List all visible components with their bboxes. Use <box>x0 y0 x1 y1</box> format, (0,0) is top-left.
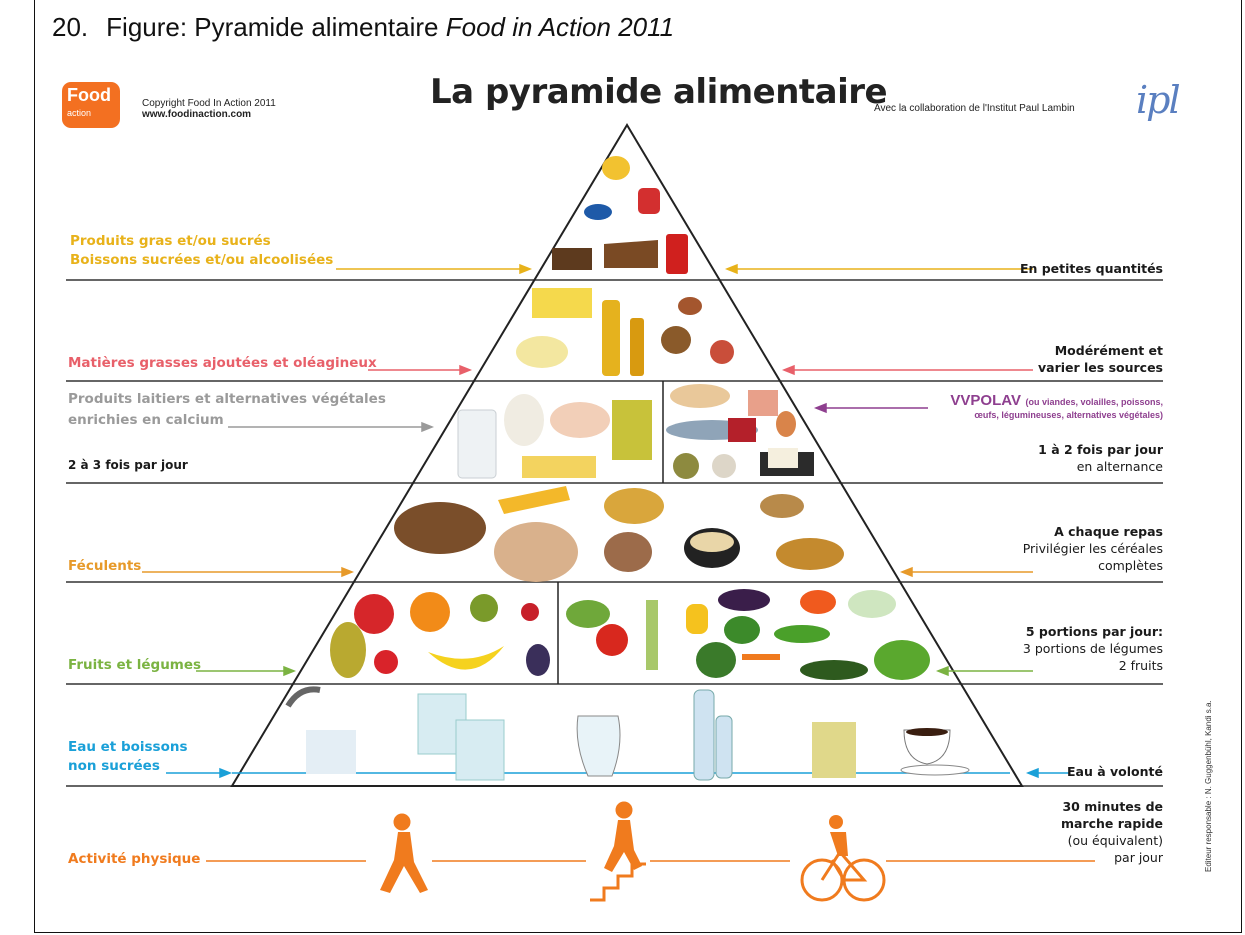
copyright-block: Copyright Food In Action 2011 www.foodin… <box>142 98 276 120</box>
sweets-arrows <box>336 263 1033 275</box>
starch-advice: A chaque repas Privilégier les céréales … <box>1023 523 1163 574</box>
caption-number: 20. <box>52 12 89 42</box>
protein-label: VVPOLAV (ou viandes, volailles, poissons… <box>950 392 1163 422</box>
fruits-advice-line2: 3 portions de légumes <box>1022 641 1163 656</box>
starch-advice-line3: complètes <box>1098 558 1163 573</box>
water-label-line2: non sucrées <box>68 758 160 774</box>
sweets-label-line1: Produits gras et/ou sucrés <box>70 233 271 249</box>
protein-arrow <box>813 402 928 414</box>
starch-label: Féculents <box>68 558 142 574</box>
water-arrows <box>166 767 1070 779</box>
sweets-advice: En petites quantités <box>1020 260 1163 277</box>
starch-arrows <box>142 566 1033 578</box>
activity-advice-line4: par jour <box>1114 850 1163 865</box>
figure-caption: 20. Figure: Pyramide alimentaire Food in … <box>52 12 674 43</box>
collaboration-note: Avec la collaboration de l'Institut Paul… <box>874 103 1075 114</box>
fruits-label: Fruits et légumes <box>68 657 202 673</box>
fats-label: Matières grasses ajoutées et oléagineux <box>68 355 377 371</box>
protein-advice-line2: en alternance <box>1076 459 1163 474</box>
figure-frame <box>34 0 1242 933</box>
fruits-arrows <box>196 665 1033 677</box>
caption-source: Food in Action 2011 <box>445 12 675 42</box>
activity-icons <box>380 801 886 902</box>
website-line: www.foodinaction.com <box>142 109 252 120</box>
starch-advice-line2: Privilégier les céréales <box>1022 541 1163 556</box>
protein-detail-line2: œufs, légumineuses, alternatives végétal… <box>974 410 1163 420</box>
protein-illustrations <box>666 384 814 479</box>
activity-label: Activité physique <box>68 851 201 867</box>
activity-advice: 30 minutes de marche rapide (ou équivale… <box>1061 798 1163 866</box>
water-label-line1: Eau et boissons <box>68 739 188 755</box>
dairy-label-line2: enrichies en calcium <box>68 412 224 428</box>
starch-advice-line1: A chaque repas <box>1054 524 1163 539</box>
editor-note: Editeur responsable : N. Guggenbühl, Kan… <box>1204 700 1213 872</box>
dairy-frequency: 2 à 3 fois par jour <box>68 458 188 472</box>
dairy-arrow <box>228 421 435 433</box>
fats-advice: Modérément et varier les sources <box>1038 342 1163 376</box>
pyramid-outline <box>230 123 1024 787</box>
vegetables-illustrations <box>566 589 930 680</box>
protein-detail-line1: (ou viandes, volailles, poissons, <box>1025 397 1163 407</box>
sweets-advice-text: En petites quantités <box>1019 261 1163 276</box>
starch-illustrations <box>394 486 844 582</box>
protein-label-title: VVPOLAV <box>950 392 1021 409</box>
dairy-label-line1: Produits laitiers et alternatives végéta… <box>68 391 386 407</box>
fats-advice-line1: Modérément et <box>1054 343 1163 358</box>
fats-advice-line2: varier les sources <box>1038 360 1163 375</box>
dairy-illustrations <box>457 394 652 479</box>
sweets-illustrations <box>552 156 688 274</box>
fats-arrows <box>368 364 1033 376</box>
fruits-advice-line1: 5 portions par jour: <box>1025 624 1163 639</box>
pyramid-title: La pyramide alimentaire <box>430 72 888 112</box>
sweets-label: Produits gras et/ou sucrés Boissons sucr… <box>70 232 333 270</box>
fruits-advice-line3: 2 fruits <box>1118 658 1163 673</box>
activity-advice-line1: 30 minutes de <box>1062 799 1163 814</box>
stairs-climbing-icon <box>590 801 646 902</box>
fats-illustrations <box>516 288 734 376</box>
protein-advice: 1 à 2 fois par jour en alternance <box>1038 441 1163 475</box>
water-illustrations <box>285 686 970 781</box>
water-advice: Eau à volonté <box>1067 763 1163 780</box>
activity-advice-line3: (ou équivalent) <box>1067 833 1163 848</box>
caption-text: Figure: Pyramide alimentaire <box>106 12 446 42</box>
water-label: Eau et boissons non sucrées <box>68 738 188 776</box>
logo-text-action: action <box>67 108 92 118</box>
fruits-advice: 5 portions par jour: 3 portions de légum… <box>1023 623 1163 674</box>
sweets-label-line2: Boissons sucrées et/ou alcoolisées <box>70 252 334 268</box>
walking-person-icon <box>380 813 428 893</box>
ipl-logo: ipl <box>1136 78 1181 122</box>
logo-text-food: Food <box>67 85 111 105</box>
water-advice-text: Eau à volonté <box>1067 764 1163 779</box>
protein-advice-line1: 1 à 2 fois par jour <box>1038 442 1163 457</box>
food-in-action-logo: Food action <box>62 82 120 128</box>
dairy-label: Produits laitiers et alternatives végéta… <box>68 389 386 431</box>
fruits-illustrations <box>330 592 550 678</box>
cyclist-icon <box>800 815 886 902</box>
copyright-line: Copyright Food In Action 2011 <box>142 98 276 109</box>
activity-advice-line2: marche rapide <box>1060 816 1163 831</box>
